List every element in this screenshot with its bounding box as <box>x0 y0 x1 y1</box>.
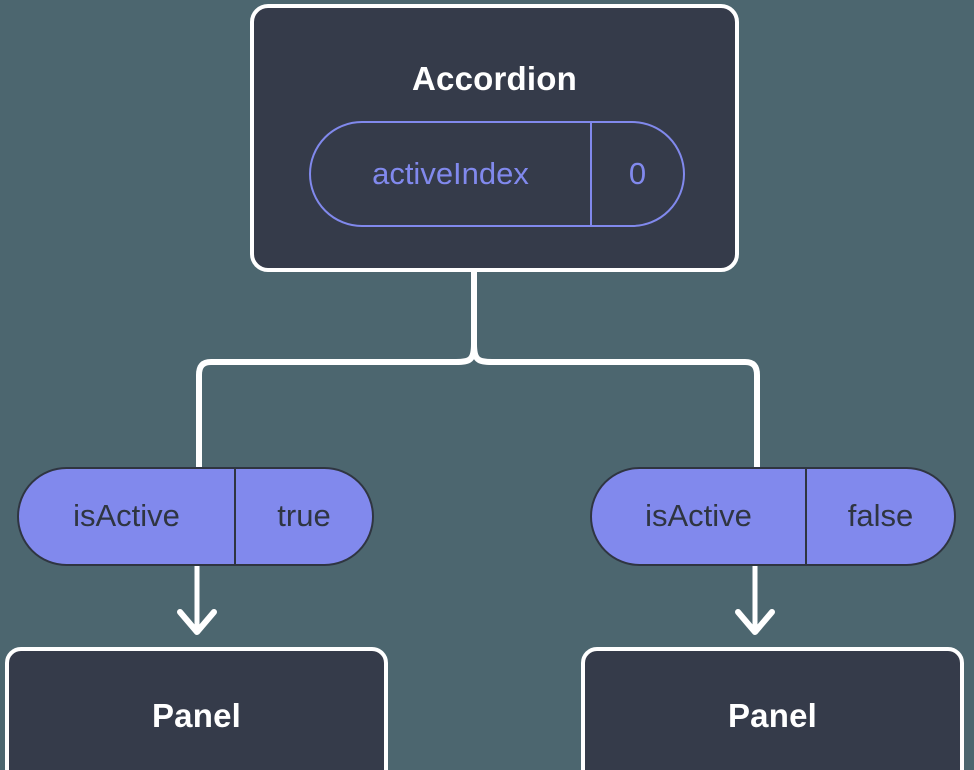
is-active-false-prop-key: isActive <box>592 469 807 564</box>
panel-right-node[interactable]: Panel <box>581 647 964 770</box>
is-active-true-prop-pill[interactable]: isActive true <box>17 467 374 566</box>
active-index-prop-key: activeIndex <box>311 123 592 225</box>
active-index-prop-pill[interactable]: activeIndex 0 <box>309 121 685 227</box>
is-active-true-prop-value: true <box>277 498 331 533</box>
arrow-head-right-icon <box>735 609 775 635</box>
is-active-true-prop-key: isActive <box>19 469 236 564</box>
panel-left-node[interactable]: Panel <box>5 647 388 770</box>
is-active-false-prop-value: false <box>847 498 914 533</box>
fork-connector-left-arm <box>196 341 477 470</box>
panel-right-title: Panel <box>727 697 818 734</box>
accordion-node-title: Accordion <box>412 60 577 97</box>
active-index-prop-value: 0 <box>628 155 647 191</box>
accordion-node[interactable]: Accordion activeIndex 0 <box>250 4 739 272</box>
is-active-false-prop-pill[interactable]: isActive false <box>590 467 956 566</box>
fork-connector <box>471 269 760 470</box>
panel-left-title: Panel <box>151 697 242 734</box>
arrow-head-left-icon <box>177 609 217 635</box>
